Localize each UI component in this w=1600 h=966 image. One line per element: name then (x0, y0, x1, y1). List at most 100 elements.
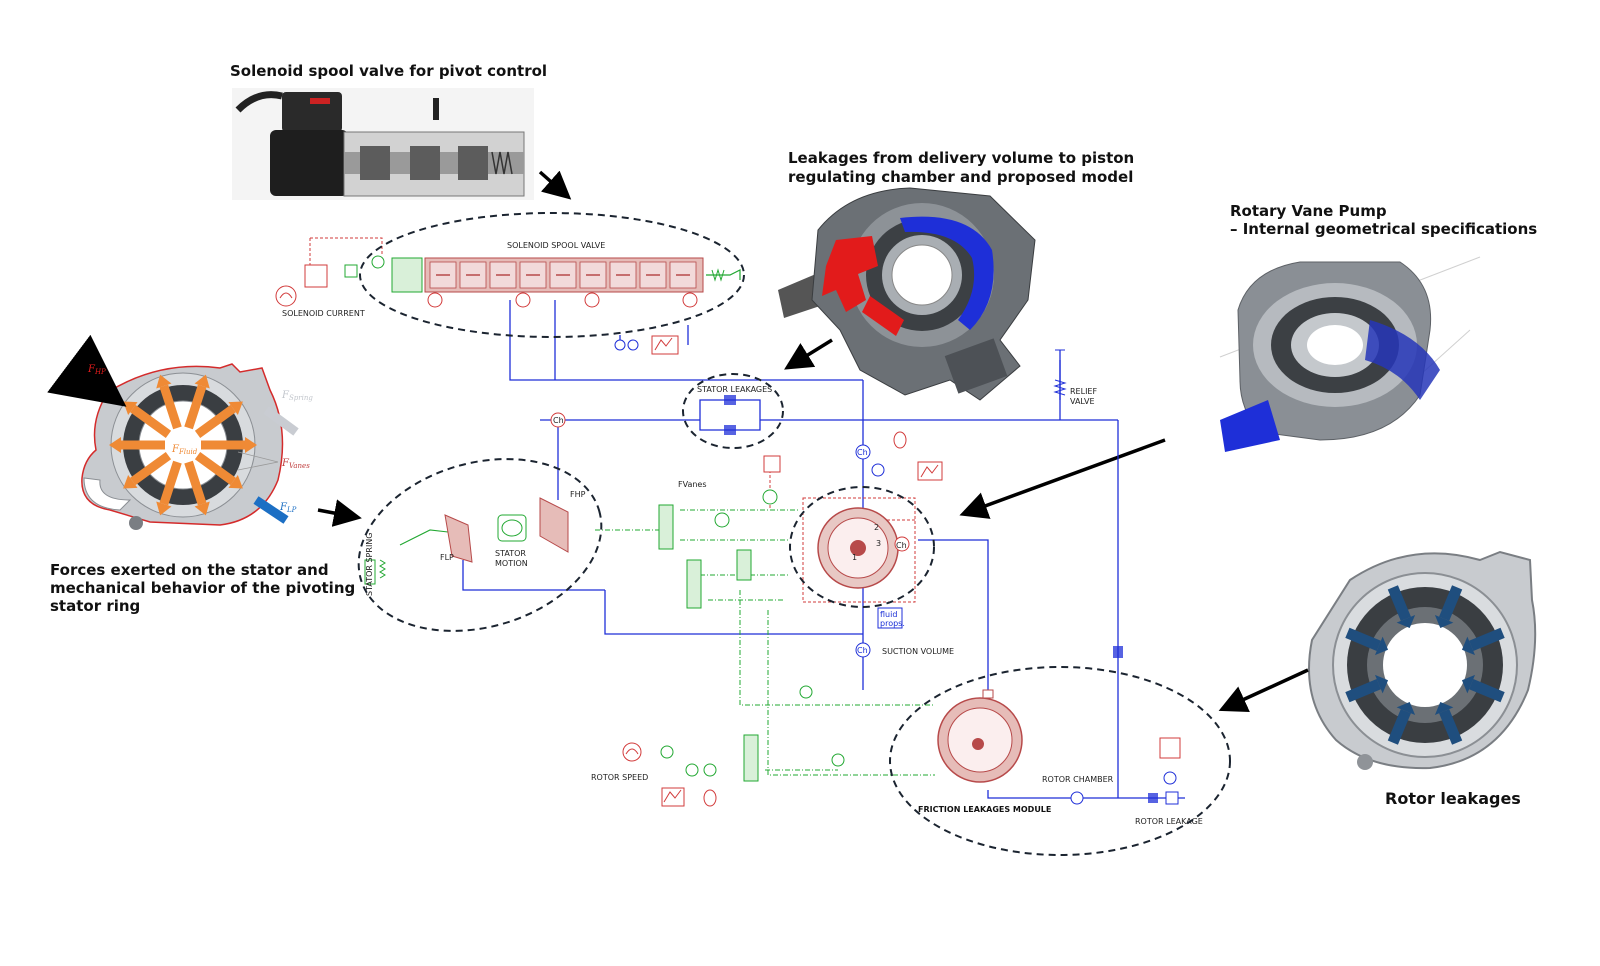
leakage-pump-image (778, 187, 1036, 401)
label-f-spring: FSpring (281, 390, 313, 402)
stator-forces-drawing (47, 334, 299, 530)
relief-valve (1053, 349, 1067, 396)
chamber-node (682, 292, 698, 308)
rotor-leak-arrowhead (1461, 674, 1476, 694)
label-f-lp: FLP (279, 502, 297, 514)
label-rotor-leakage: ROTOR LEAKAGE (1135, 817, 1203, 826)
label-stator-motion-2: MOTION (495, 559, 528, 568)
mechanical-stacks (658, 455, 781, 782)
rotor-leak-arrowhead (1434, 701, 1454, 716)
stator-mechanics (364, 497, 569, 585)
fluid-force-arrowhead (156, 374, 172, 389)
arrow-solenoid (538, 170, 572, 200)
caption-leakages-line2: regulating chamber and proposed model (788, 168, 1133, 186)
label-flp: FLP (440, 553, 454, 562)
arrow-rotor (1218, 668, 1309, 712)
rotor-leak-arrowhead (1396, 701, 1416, 716)
rotor-leak-arrow (1439, 709, 1463, 745)
label-friction-leakages-module: FRICTION LEAKAGES MODULE (918, 805, 1051, 814)
label-solenoid-spool-valve: SOLENOID SPOOL VALVE (507, 241, 605, 250)
pressure-sensor-top (871, 431, 943, 481)
chamber-node-left: Ch (550, 412, 566, 428)
highlight-solenoid-valve (359, 212, 745, 338)
chamber-node-upper: Ch (855, 444, 871, 460)
stator-leakages-orifices (724, 395, 736, 435)
label-relief-2: VALVE (1070, 397, 1095, 406)
fluid-force-arrowhead (228, 474, 243, 489)
label-chamber-3: 3 (876, 539, 881, 548)
highlight-pump-chamber (789, 486, 935, 608)
fluid-force-arrow (194, 404, 236, 439)
rotor-leak-arrowhead (1374, 636, 1389, 656)
fluid-force-arrowhead (123, 401, 138, 416)
highlight-stator-mechanics (357, 458, 603, 632)
chamber-node-suction: Ch (855, 642, 871, 658)
friction-leakages-module (937, 689, 1084, 805)
label-stator-leakages: STATOR LEAKAGES (697, 385, 772, 394)
fluid-force-arrow (130, 404, 172, 439)
rotor-speed-source (622, 685, 845, 807)
mechanical-lines (399, 509, 935, 776)
svg-text:Ch: Ch (896, 541, 907, 550)
svg-text:Ch: Ch (857, 646, 868, 655)
rotor-leak-arrow (1387, 585, 1411, 621)
label-props: props. (880, 619, 905, 628)
rotor-leak-arrow (1387, 709, 1411, 745)
rotor-leak-arrowhead (1396, 614, 1416, 629)
rotor-leak-arrow (1439, 585, 1463, 621)
caption-pump-line2: – Internal geometrical specifications (1230, 220, 1537, 238)
label-f-hp: FHP (87, 364, 106, 376)
fluid-force-arrow (159, 460, 182, 506)
fluid-force-arrow (184, 384, 207, 430)
label-fvanes: FVanes (678, 480, 707, 489)
rotor-leak-arrow (1469, 679, 1505, 703)
caption-forces-line1: Forces exerted on the stator and (50, 561, 329, 579)
rotary-vane-pump-image (1219, 256, 1481, 452)
label-fluid: fluid (880, 610, 897, 619)
fluid-force-arrow (194, 451, 236, 486)
rotor-leak-arrow (1345, 627, 1381, 651)
solenoid-valve-image (232, 88, 534, 200)
chamber-node (515, 292, 531, 308)
rotor-leakage-element (1113, 646, 1181, 805)
solenoid-spool-valve-block (275, 255, 741, 308)
label-f-fluid: FFluid (171, 444, 198, 456)
fluid-force-arrowhead (123, 474, 138, 489)
label-chamber-1: 1 (852, 553, 857, 562)
fluid-force-arrowhead (156, 501, 172, 516)
caption-leakages-line1: Leakages from delivery volume to piston (788, 149, 1134, 167)
fluid-force-arrowhead (194, 501, 210, 516)
highlight-friction-leakages (889, 666, 1231, 856)
arrow-leakages (784, 338, 833, 370)
caption-forces-line2: mechanical behavior of the pivoting (50, 579, 355, 597)
label-stator-motion-1: STATOR (495, 549, 526, 558)
fluid-force-arrow (130, 451, 172, 486)
caption-forces-line3: stator ring (50, 597, 140, 615)
label-stator-spring: STATOR SPRING (365, 533, 374, 596)
label-relief-1: RELIEF (1070, 387, 1097, 396)
rotor-leak-arrowhead (1374, 674, 1389, 694)
svg-text:Ch: Ch (553, 416, 564, 425)
pump-chamber: Ch (817, 507, 910, 629)
fluid-force-arrowhead (245, 437, 257, 453)
label-fhp: FHP (570, 490, 586, 499)
label-suction-volume: SUCTION VOLUME (882, 647, 954, 656)
label-solenoid-current: SOLENOID CURRENT (282, 309, 365, 318)
highlight-stator-leakages (682, 373, 784, 449)
label-chamber-2: 2 (874, 523, 879, 532)
hydraulic-lines (462, 300, 1185, 799)
rotor-leak-arrowhead (1434, 614, 1454, 629)
arrow-forces (317, 499, 362, 527)
label-f-vanes: FVanes (281, 458, 310, 470)
spool-cell (579, 261, 607, 289)
caption-rotor-leakages: Rotor leakages (1385, 789, 1521, 808)
caption-pump-line1: Rotary Vane Pump (1230, 202, 1387, 220)
caption-solenoid-valve: Solenoid spool valve for pivot control (230, 62, 547, 80)
fluid-force-arrowhead (228, 401, 243, 416)
arrow-pump (959, 438, 1166, 519)
rotor-leakages-image (1308, 550, 1537, 770)
svg-text:Ch: Ch (857, 448, 868, 457)
fluid-force-arrow (159, 384, 182, 430)
rotor-leak-arrow (1345, 679, 1381, 703)
